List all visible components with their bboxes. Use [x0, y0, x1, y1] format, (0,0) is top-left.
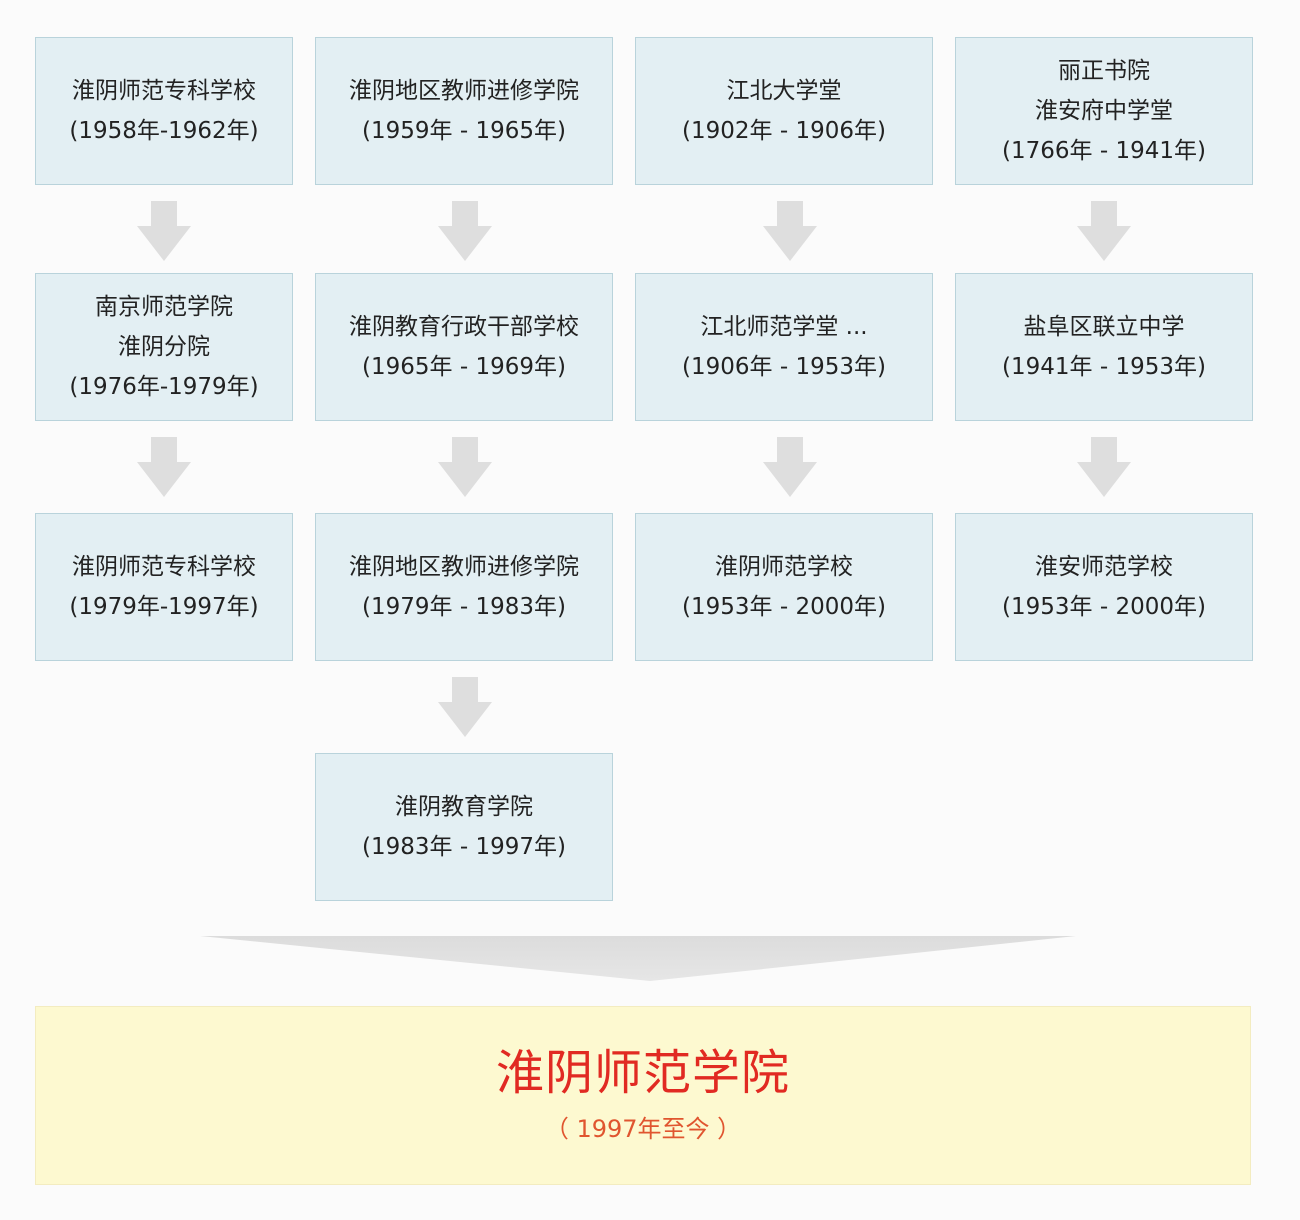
- node-years: (1965年 - 1969年): [362, 354, 566, 380]
- node-col2-row2: 淮阴教育行政干部学校 (1965年 - 1969年): [315, 273, 613, 421]
- node-name: 淮阴地区教师进修学院: [349, 554, 579, 580]
- result-subtitle: （ 1997年至今 ）: [544, 1114, 742, 1143]
- node-years: (1953年 - 2000年): [1002, 594, 1206, 620]
- node-name: 淮安师范学校: [1035, 554, 1173, 580]
- node-col1-row1: 淮阴师范专科学校 (1958年-1962年): [35, 37, 293, 185]
- node-years: (1906年 - 1953年): [682, 354, 886, 380]
- node-name: 盐阜区联立中学: [1023, 314, 1185, 340]
- node-name: 江北大学堂: [726, 78, 842, 104]
- result-title: 淮阴师范学院: [495, 1044, 790, 1101]
- node-years: (1983年 - 1997年): [362, 834, 566, 860]
- node-name: 淮阴教育行政干部学校: [349, 314, 579, 340]
- down-arrow-icon: [1077, 437, 1131, 497]
- node-name-2: 淮阴分院: [118, 334, 210, 360]
- node-col4-row3: 淮安师范学校 (1953年 - 2000年): [955, 513, 1253, 661]
- node-years: (1979年 - 1983年): [362, 594, 566, 620]
- down-arrow-icon: [137, 201, 191, 261]
- node-col3-row3: 淮阴师范学校 (1953年 - 2000年): [635, 513, 933, 661]
- node-name: 淮阴师范学校: [715, 554, 853, 580]
- node-name: 南京师范学院: [95, 294, 233, 320]
- node-name: 江北师范学堂 ...: [700, 314, 868, 340]
- node-col2-row4: 淮阴教育学院 (1983年 - 1997年): [315, 753, 613, 901]
- node-col3-row2: 江北师范学堂 ... (1906年 - 1953年): [635, 273, 933, 421]
- node-years: (1959年 - 1965年): [362, 118, 566, 144]
- down-arrow-icon: [438, 437, 492, 497]
- node-years: (1766年 - 1941年): [1002, 138, 1206, 164]
- down-arrow-icon: [1077, 201, 1131, 261]
- node-years: (1953年 - 2000年): [682, 594, 886, 620]
- node-col3-row1: 江北大学堂 (1902年 - 1906年): [635, 37, 933, 185]
- node-col4-row2: 盐阜区联立中学 (1941年 - 1953年): [955, 273, 1253, 421]
- node-col4-row1: 丽正书院 淮安府中学堂 (1766年 - 1941年): [955, 37, 1253, 185]
- node-name: 丽正书院: [1058, 58, 1150, 84]
- node-years: (1941年 - 1953年): [1002, 354, 1206, 380]
- node-name: 淮阴教育学院: [395, 794, 533, 820]
- node-name: 淮阴师范专科学校: [72, 554, 256, 580]
- result-node: 淮阴师范学院 （ 1997年至今 ）: [35, 1006, 1251, 1185]
- node-name-2: 淮安府中学堂: [1035, 98, 1173, 124]
- node-years: (1958年-1962年): [69, 118, 259, 144]
- down-arrow-icon: [763, 437, 817, 497]
- node-col1-row2: 南京师范学院 淮阴分院 (1976年-1979年): [35, 273, 293, 421]
- node-col2-row3: 淮阴地区教师进修学院 (1979年 - 1983年): [315, 513, 613, 661]
- node-years: (1976年-1979年): [69, 374, 259, 400]
- node-col2-row1: 淮阴地区教师进修学院 (1959年 - 1965年): [315, 37, 613, 185]
- node-years: (1979年-1997年): [69, 594, 259, 620]
- down-arrow-icon: [763, 201, 817, 261]
- down-arrow-icon: [438, 677, 492, 737]
- node-name: 淮阴师范专科学校: [72, 78, 256, 104]
- node-name: 淮阴地区教师进修学院: [349, 78, 579, 104]
- node-years: (1902年 - 1906年): [682, 118, 886, 144]
- merge-down-arrow-icon: [200, 934, 1076, 984]
- down-arrow-icon: [137, 437, 191, 497]
- down-arrow-icon: [438, 201, 492, 261]
- node-col1-row3: 淮阴师范专科学校 (1979年-1997年): [35, 513, 293, 661]
